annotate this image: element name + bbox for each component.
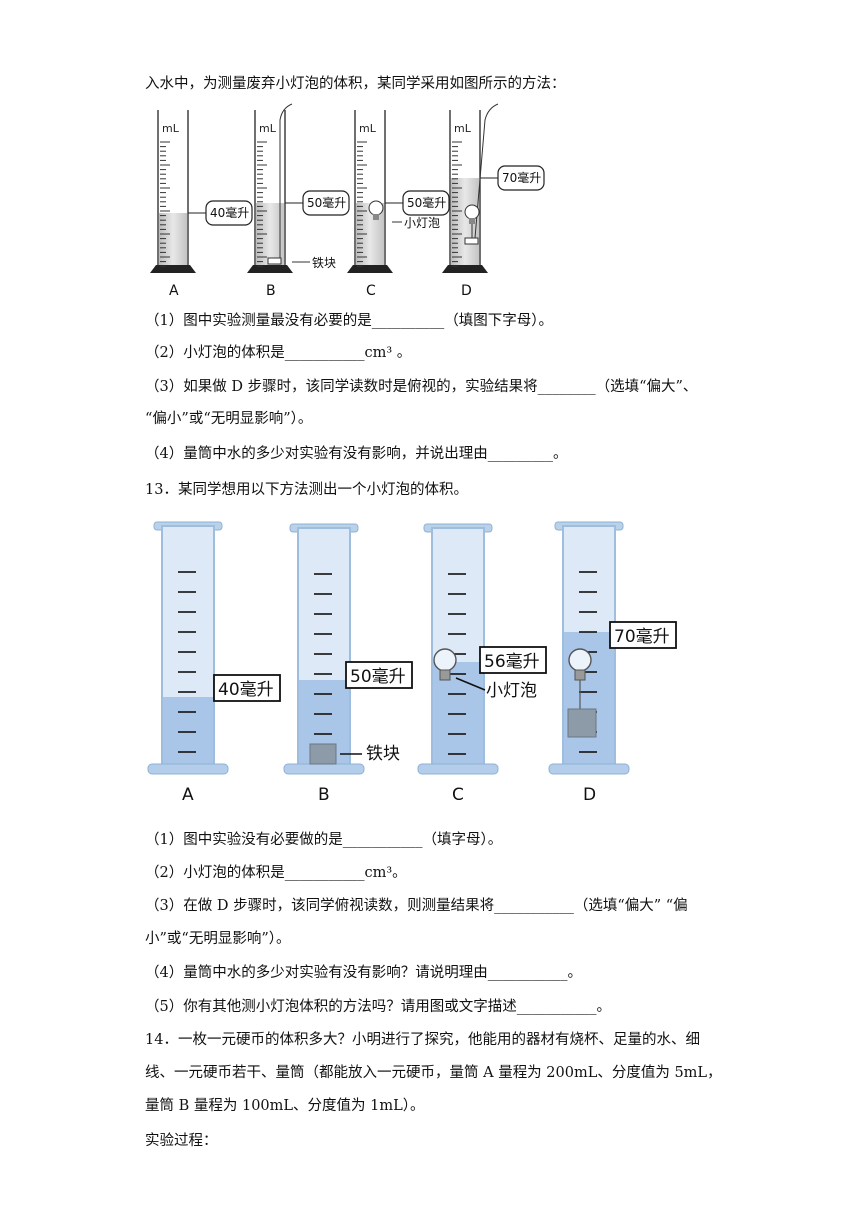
arrow (455, 677, 486, 691)
cylinder-A: A (147, 521, 229, 805)
q13-question-5: （5）你有其他测小灯泡体积的方法吗？请用图或文字描述___________。 (145, 999, 611, 1015)
unit-label: mL (454, 122, 472, 135)
callout-box (345, 661, 413, 689)
cylinder-base (247, 265, 293, 273)
iron-block (567, 708, 597, 738)
figure-letter: A (182, 785, 194, 805)
callout-text: 50毫升 (407, 195, 446, 210)
cylinder-B: mL B 50毫升 (247, 110, 350, 299)
callout-text: 56毫升 (484, 652, 540, 672)
cylinder-base (150, 265, 196, 273)
unit-label: mL (162, 122, 180, 135)
figure-letter: A (169, 283, 179, 299)
cylinder-base (147, 763, 229, 775)
figure-letter: D (461, 283, 472, 299)
callout-text: 50毫升 (307, 195, 346, 210)
iron-label: 铁块 (366, 744, 400, 764)
thread (279, 103, 293, 258)
callout-text: 50毫升 (350, 667, 406, 687)
q14-line-3: 量筒 B 量程为 100mL、分度值为 1mL）。 (145, 1098, 425, 1114)
q12-intro: 入水中，为测量废弃小灯泡的体积，某同学采用如图所示的方法： (145, 76, 566, 92)
q12-question-4: （4）量筒中水的多少对实验有没有影响，并说出理由_________。 (145, 446, 568, 462)
q13-question-1: （1）图中实验没有必要做的是___________（填字母）。 (145, 832, 503, 848)
callout-text: 70毫升 (614, 627, 670, 647)
callout-text: 40毫升 (210, 205, 249, 220)
q12-question-3-cont: “偏小”或“无明显影响”）。 (145, 411, 313, 427)
callout-box (479, 646, 547, 674)
cylinder-base (442, 265, 488, 273)
iron-block (464, 237, 479, 245)
figure-letter: C (452, 785, 464, 805)
q13-question-3-cont: 小”或“无明显影响”）。 (145, 931, 291, 947)
figure-letter: B (318, 785, 330, 805)
q14-line-4: 实验过程： (145, 1133, 218, 1149)
q12-question-3: （3）如果做 D 步骤时，该同学读数时是俯视的，实验结果将________（选填… (145, 379, 698, 395)
bulb-icon (568, 648, 592, 672)
cylinder-base (417, 763, 499, 775)
cylinder-base (283, 763, 365, 775)
bulb-icon (368, 200, 384, 216)
bulb-label: 小灯泡 (404, 216, 440, 230)
cylinder-D: mL D 70毫升 (442, 110, 545, 299)
q12-question-1: （1）图中实验测量最没有必要的是__________（填图下字母）。 (145, 313, 553, 329)
cylinder-A: mL A 40毫升 (150, 110, 253, 299)
bulb-label: 小灯泡 (486, 681, 537, 701)
bulb-icon (464, 204, 480, 220)
water (163, 697, 213, 764)
iron-block (267, 257, 282, 265)
figure-letter: C (366, 283, 376, 299)
cylinder-C: mL C 50毫升 (347, 110, 450, 299)
q13-question-2: （2）小灯泡的体积是___________cm³。 (145, 865, 407, 881)
unit-label: mL (359, 122, 377, 135)
q14-line-2: 线、一元硬币若干、量筒（都能放入一元硬币，量筒 A 量程为 200mL、分度值为… (145, 1065, 722, 1081)
q12-question-2: （2）小灯泡的体积是___________cm³ 。 (145, 345, 412, 361)
unit-label: mL (259, 122, 277, 135)
iron-label: 铁块 (312, 256, 336, 270)
callout-text: 40毫升 (218, 680, 274, 700)
cylinder-base (548, 763, 630, 775)
figure-letter: D (583, 785, 596, 805)
callout-box (213, 674, 281, 702)
figure-letter: B (266, 283, 276, 299)
q13-question-3: （3）在做 D 步骤时，该同学俯视读数，则测量结果将___________（选填… (145, 898, 688, 914)
q14-line-1: 14．一枚一元硬币的体积多大？小明进行了探究，他能用的器材有烧杯、足量的水、细 (145, 1032, 700, 1048)
q13-question-4: （4）量筒中水的多少对实验有没有影响？请说明理由___________。 (145, 965, 582, 981)
q13-stem: 13．某同学想用以下方法测出一个小灯泡的体积。 (145, 482, 468, 498)
callout-box (609, 621, 677, 649)
callout-text: 70毫升 (502, 170, 541, 185)
cylinder-base (347, 265, 393, 273)
iron-block (309, 743, 337, 765)
thread (474, 103, 499, 239)
bulb-icon (433, 648, 457, 672)
